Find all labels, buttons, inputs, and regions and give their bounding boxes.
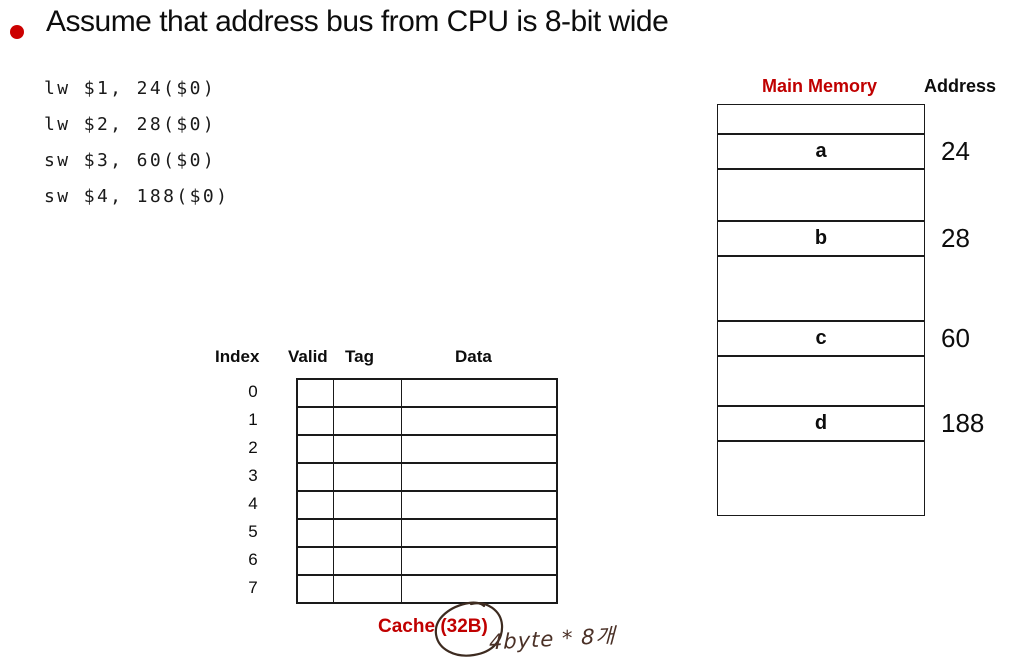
cache-cell-tag	[334, 520, 402, 546]
code-block: lw $1, 24($0) lw $2, 28($0) sw $3, 60($0…	[44, 74, 229, 218]
cache-cell-tag	[334, 548, 402, 574]
slide-title: Assume that address bus from CPU is 8-bi…	[46, 5, 669, 38]
cache-cell-tag	[334, 380, 402, 406]
cache-cell-valid	[298, 464, 334, 490]
code-line: lw $2, 28($0)	[44, 114, 217, 135]
bullet-icon	[10, 25, 24, 39]
cache-cell-data	[402, 464, 556, 490]
cache-index-column: 0 1 2 3 4 5 6 7	[230, 378, 276, 602]
cache-index-label: 3	[248, 466, 258, 485]
memory-spacer-row	[718, 170, 924, 220]
main-memory-table: a b c d	[717, 104, 925, 516]
memory-spacer-row	[718, 257, 924, 320]
memory-spacer-row	[718, 357, 924, 405]
cache-index-label: 2	[248, 438, 258, 457]
cache-index-label: 1	[248, 410, 258, 429]
cache-caption: Cache (32B)	[378, 616, 488, 638]
cache-row	[298, 548, 556, 576]
cache-cell-data	[402, 408, 556, 434]
cache-cell-data	[402, 436, 556, 462]
cache-cell-tag	[334, 464, 402, 490]
address-label: 188	[941, 408, 985, 438]
cache-header-valid: Valid	[288, 347, 328, 366]
memory-spacer-row	[718, 105, 924, 133]
cache-index-label: 6	[248, 550, 258, 569]
cache-cell-data	[402, 548, 556, 574]
cache-cell-valid	[298, 576, 334, 602]
cache-cell-valid	[298, 548, 334, 574]
cache-cell-tag	[334, 576, 402, 602]
handwritten-annotation: 4byte * 8개	[488, 623, 616, 655]
cache-cell-data	[402, 576, 556, 602]
memory-block-a: a	[718, 133, 924, 170]
cache-cell-tag	[334, 492, 402, 518]
memory-block-c: c	[718, 320, 924, 357]
cache-header-data: Data	[455, 347, 492, 366]
address-header: Address	[924, 76, 997, 96]
cache-caption-circled: (32B)	[440, 616, 488, 637]
cache-row	[298, 576, 556, 602]
address-label: 28	[941, 223, 970, 253]
memory-spacer-row	[718, 442, 924, 515]
cache-index-label: 0	[248, 382, 258, 401]
cache-cell-data	[402, 380, 556, 406]
cache-index-label: 5	[248, 522, 258, 541]
cache-row	[298, 380, 556, 408]
cache-cell-data	[402, 492, 556, 518]
code-line: sw $4, 188($0)	[44, 186, 230, 207]
address-label: 24	[941, 136, 970, 166]
cache-cell-valid	[298, 436, 334, 462]
cache-header-index: Index	[215, 347, 260, 366]
cache-index-label: 7	[248, 578, 258, 597]
cache-cell-tag	[334, 408, 402, 434]
cache-table	[296, 378, 558, 604]
cache-cell-data	[402, 520, 556, 546]
address-label: 60	[941, 323, 970, 353]
cache-header-tag: Tag	[345, 347, 374, 366]
cache-cell-tag	[334, 436, 402, 462]
cache-row	[298, 408, 556, 436]
memory-block-d: d	[718, 405, 924, 442]
cache-cell-valid	[298, 380, 334, 406]
cache-row	[298, 464, 556, 492]
memory-block-b: b	[718, 220, 924, 257]
cache-cell-valid	[298, 520, 334, 546]
code-line: lw $1, 24($0)	[44, 78, 217, 99]
cache-cell-valid	[298, 492, 334, 518]
main-memory-title: Main Memory	[762, 76, 878, 96]
cache-row	[298, 492, 556, 520]
cache-row	[298, 436, 556, 464]
cache-cell-valid	[298, 408, 334, 434]
code-line: sw $3, 60($0)	[44, 150, 217, 171]
cache-caption-prefix: Cache	[378, 616, 441, 637]
cache-row	[298, 520, 556, 548]
cache-index-label: 4	[248, 494, 258, 513]
